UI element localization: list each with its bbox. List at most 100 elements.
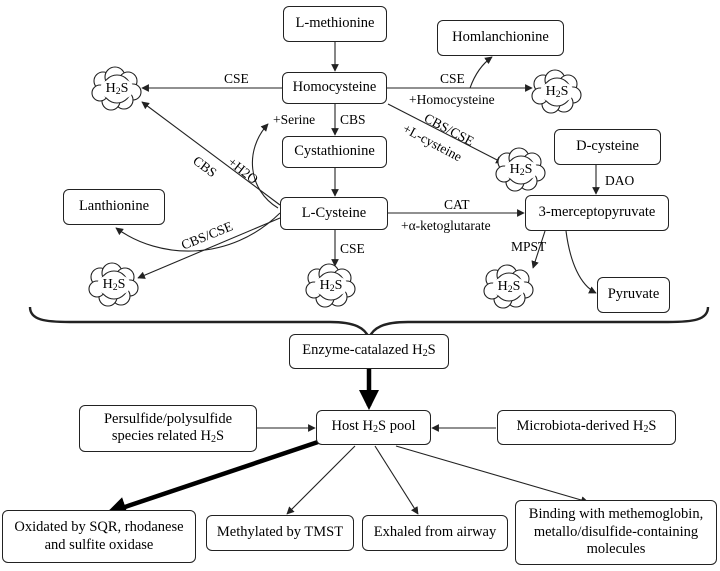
node-host-pool-label: Host H2S pool	[331, 418, 415, 436]
h2s-h: H	[509, 162, 520, 177]
edge-mercaptopyruvate-h2s	[531, 230, 546, 269]
h2s-sub: 2	[519, 167, 525, 178]
h2s-sub: 2	[507, 284, 513, 295]
node-binding-label: Binding with methemoglobin,metallo/disul…	[529, 506, 703, 558]
node-l-cysteine: L-Cysteine	[280, 197, 388, 230]
h2s-cloud-bottomleft	[88, 262, 139, 307]
h2s-s: S	[117, 277, 126, 292]
node-binding: Binding with methemoglobin,metallo/disul…	[515, 500, 717, 565]
label-cse-right: CSE	[440, 71, 465, 86]
h2s-h: H	[102, 277, 113, 292]
h2s-cloud-topright	[531, 69, 582, 114]
node-cystathionine: Cystathionine	[282, 136, 387, 168]
microbiota-prefix: Microbiota-derived H	[516, 418, 644, 435]
h2s-sub: 2	[112, 282, 118, 293]
node-lanthionine-label: Lanthionine	[78, 198, 150, 215]
label-cse-left: CSE	[224, 71, 249, 86]
node-d-cysteine: D-cysteine	[554, 129, 661, 165]
enzyme-h2s-text: Enzyme-catalazed H	[302, 342, 423, 359]
node-homlanchionine-label: Homlanchionine	[452, 29, 549, 46]
edge-to-lanthionine	[115, 212, 281, 252]
node-pyruvate: Pyruvate	[597, 277, 670, 313]
edge-lcysteine-h2s-topleft	[141, 101, 281, 206]
oxidated-line1: Oxidated by SQR, rhodanese	[14, 519, 184, 536]
edge-pool-binding	[395, 445, 589, 504]
edge-to-homlanchionine	[469, 56, 493, 89]
node-homlanchionine: Homlanchionine	[437, 20, 564, 56]
node-microbiota: Microbiota-derived H2S	[497, 410, 676, 445]
label-plus-homocysteine: +Homocysteine	[409, 92, 495, 107]
microbiota-s: S	[648, 418, 657, 435]
h2s-cloud-middle	[495, 147, 546, 192]
node-host-h2s-pool: Host H2S pool	[316, 410, 431, 445]
persulfide-line2: species related H	[111, 428, 211, 445]
node-homocysteine-label: Homocysteine	[292, 79, 377, 96]
binding-line2: metallo/disulfide-containing	[533, 523, 699, 540]
label-plus-ketoglutarate: +α-ketoglutarate	[401, 218, 491, 233]
edge-homocysteine-h2s-diag	[387, 103, 504, 164]
h2s-cloud-bottomleft-label: H2S	[90, 278, 138, 293]
node-enzyme-h2s-label: Enzyme-catalazed H2S	[302, 342, 436, 360]
oxidated-line2: and sulfite oxidase	[44, 536, 154, 553]
node-l-cysteine-label: L-Cysteine	[301, 204, 367, 221]
h2s-cloud-middle-label: H2S	[497, 163, 545, 178]
node-cystathionine-label: Cystathionine	[294, 143, 375, 160]
host-pool-sub: 2	[372, 424, 379, 436]
h2s-s: S	[120, 81, 129, 96]
label-dao: DAO	[605, 173, 635, 188]
node-enzyme-h2s: Enzyme-catalazed H2S	[289, 334, 449, 369]
h2s-sub: 2	[115, 86, 121, 97]
node-methylated: Methylated by TMST	[206, 515, 354, 551]
label-cbs: CBS	[340, 112, 366, 127]
node-homocysteine: Homocysteine	[282, 72, 387, 104]
label-cat: CAT	[444, 197, 470, 212]
edge-pool-methylated	[286, 445, 356, 515]
h2s-cloud-topleft	[91, 66, 142, 111]
host-pool-prefix: Host H	[331, 418, 373, 435]
node-mercaptopyruvate-label: 3-merceptopyruvate	[538, 204, 656, 221]
label-mpst: MPST	[511, 239, 547, 254]
h2s-cloud-topleft-label: H2S	[93, 82, 141, 97]
h2s-sub: 2	[329, 283, 335, 294]
h2s-s: S	[524, 162, 533, 177]
node-l-methionine-label: L-methionine	[295, 15, 375, 32]
enzyme-h2s-s: S	[427, 342, 436, 359]
edge-pool-oxidated	[106, 439, 319, 517]
node-d-cysteine-label: D-cysteine	[576, 138, 639, 155]
node-pyruvate-label: Pyruvate	[607, 286, 660, 303]
h2s-cloud-center	[305, 263, 356, 308]
microbiota-sub: 2	[643, 424, 649, 436]
host-pool-suffix: S pool	[378, 418, 416, 435]
h2s-cloud-topright-label: H2S	[533, 85, 581, 100]
node-methylated-label: Methylated by TMST	[216, 524, 344, 541]
node-exhaled-label: Exhaled from airway	[373, 524, 497, 541]
h2s-cloud-center-label: H2S	[307, 279, 355, 294]
h2s-clouds	[88, 66, 582, 309]
h2s-h: H	[545, 84, 556, 99]
h2s-h: H	[497, 279, 508, 294]
node-exhaled: Exhaled from airway	[362, 515, 508, 551]
binding-line1: Binding with methemoglobin,	[528, 506, 704, 523]
h2s-cloud-mpst	[483, 264, 534, 309]
h2s-sub: 2	[555, 89, 561, 100]
node-microbiota-label: Microbiota-derived H2S	[517, 418, 657, 436]
node-mercaptopyruvate: 3-merceptopyruvate	[525, 195, 669, 231]
h2s-s: S	[334, 278, 343, 293]
node-l-methionine: L-methionine	[283, 6, 387, 42]
enzyme-h2s-sub: 2	[422, 348, 428, 360]
persulfide-line1: Persulfide/polysulfide	[103, 410, 233, 427]
persulfide-sub: 2	[210, 434, 216, 446]
edge-pool-exhaled	[374, 445, 419, 515]
persulfide-s: S	[216, 428, 225, 445]
edge-h2o-curve	[251, 123, 279, 209]
h2s-s: S	[512, 279, 521, 294]
h2s-cloud-mpst-label: H2S	[485, 280, 533, 295]
edge-to-pyruvate	[565, 230, 597, 294]
h2s-h: H	[105, 81, 116, 96]
h2s-s: S	[560, 84, 569, 99]
